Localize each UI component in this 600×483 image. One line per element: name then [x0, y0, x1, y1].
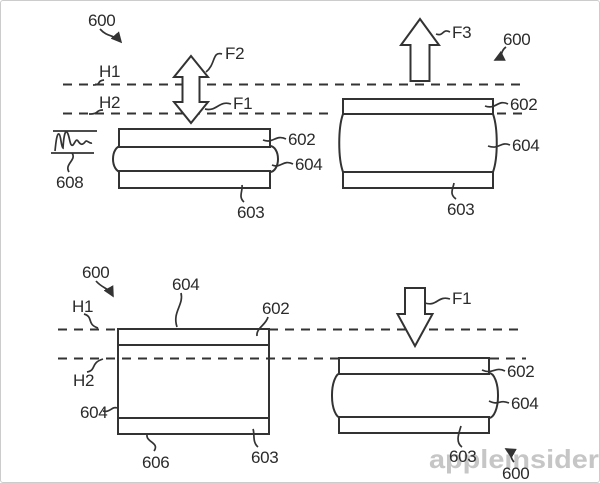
base-layer-603 [343, 172, 493, 188]
f2-label: F2 [225, 44, 244, 63]
display-layer-602 [343, 99, 493, 114]
up-arrow-icon [401, 19, 439, 81]
label-606-leader [147, 435, 156, 451]
h1-label: H1 [72, 297, 93, 316]
ref-label: 600 [88, 11, 115, 30]
diagram-top-left: 600 H1 H2 F2 F1 602 604 603 608 [51, 11, 322, 222]
diagram-top-right: F3 600 602 604 603 [339, 19, 539, 219]
actuator-layer-604 [332, 373, 498, 418]
diagram-bottom-left [118, 329, 269, 434]
actuator-layer-604-expanded [339, 114, 497, 172]
f3-leader [436, 31, 450, 35]
ref-label: 600 [502, 464, 529, 483]
layer-603-label: 603 [449, 447, 476, 466]
layer-602-label: 602 [510, 95, 537, 114]
label-604-top-leader [176, 293, 182, 327]
layer-603-label: 603 [237, 203, 264, 222]
signal-waveform-icon [51, 131, 97, 153]
h1-leader [84, 314, 98, 328]
layer-604-label: 604 [511, 394, 538, 413]
f1-leader [425, 298, 450, 304]
signal-608-label: 608 [56, 173, 83, 192]
layer-602-label: 602 [288, 130, 315, 149]
label-604-leader [489, 401, 509, 403]
ref-leader-arrow-icon [495, 47, 506, 60]
f2-leader [206, 54, 222, 72]
label-608-leader [68, 153, 73, 172]
ref-label: 600 [503, 30, 530, 49]
h1-label: H1 [99, 62, 120, 81]
base-layer-603 [119, 171, 270, 188]
down-arrow-icon [398, 288, 433, 346]
layer-604-label: 604 [295, 155, 322, 174]
h2-label: H2 [99, 93, 120, 112]
layer-604-top-label: 604 [172, 275, 199, 294]
layer-603-label: 603 [447, 200, 474, 219]
ref-leader-arrow-icon [100, 29, 121, 42]
layer-604-left-label: 604 [80, 403, 107, 422]
ref-leader-arrow-icon [96, 281, 113, 296]
waveform-trace [55, 132, 92, 151]
ref-label: 600 [82, 263, 109, 282]
f1-leader [205, 103, 231, 109]
display-layer-602 [119, 129, 270, 147]
actuator-layer-604 [113, 146, 278, 172]
display-layer-602 [339, 358, 489, 374]
base-layer-603 [339, 417, 489, 433]
layer-604-label: 604 [512, 136, 539, 155]
h2-label: H2 [73, 371, 94, 390]
f1-label: F1 [452, 289, 471, 308]
layer-602-label: 602 [262, 299, 289, 318]
layer-603-label: 603 [251, 448, 278, 467]
f3-label: F3 [452, 23, 471, 42]
layer-602-label: 602 [507, 362, 534, 381]
f1-label: F1 [233, 94, 252, 113]
layer-606-label: 606 [142, 453, 169, 472]
